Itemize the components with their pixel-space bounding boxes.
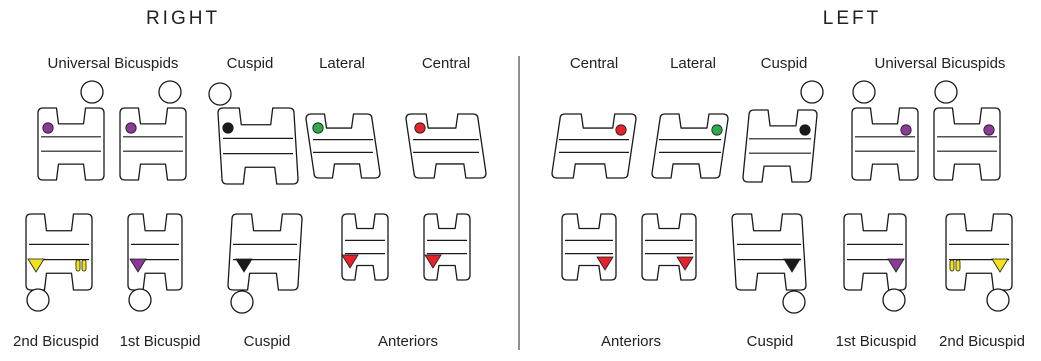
bracket-body xyxy=(227,213,303,291)
id-triangle-red xyxy=(676,256,694,271)
label-right-cuspid-lower: Cuspid xyxy=(244,333,291,350)
bracket-left-central xyxy=(551,113,637,179)
bracket-right-lateral xyxy=(305,113,381,179)
hook-ball xyxy=(128,288,152,312)
id-triangle-red xyxy=(424,254,442,269)
id-dot-black xyxy=(799,124,811,136)
bracket-right-cuspid-lower xyxy=(227,213,303,314)
id-triangle-red xyxy=(341,254,359,269)
id-dot-purple xyxy=(42,122,54,134)
bracket-body xyxy=(945,213,1013,291)
id-triangle-purple xyxy=(887,258,905,273)
bracket-right-anterior-2 xyxy=(423,213,471,281)
id-dot-green xyxy=(312,122,324,134)
hook-ball xyxy=(800,80,824,104)
bracket-body xyxy=(217,107,299,185)
bracket-body xyxy=(305,113,381,179)
bracket-body xyxy=(423,213,471,281)
id-dot-purple xyxy=(983,124,995,136)
bracket-body xyxy=(127,213,183,291)
label-left-cuspid-lower: Cuspid xyxy=(747,333,794,350)
bracket-body xyxy=(933,107,1001,181)
id-dot-purple xyxy=(125,122,137,134)
bracket-left-universal-bicuspid-2 xyxy=(933,80,1001,181)
bracket-left-cuspid-lower xyxy=(731,213,807,314)
bracket-left-anterior-1 xyxy=(561,213,617,281)
bracket-left-cuspid-upper xyxy=(742,80,824,183)
label-right-anteriors: Anteriors xyxy=(378,333,438,350)
hook-ball xyxy=(986,288,1010,312)
bracket-body xyxy=(742,109,818,183)
label-right-universal-bicuspids: Universal Bicuspids xyxy=(48,55,179,72)
bracket-body xyxy=(641,213,697,281)
id-bar-yellow xyxy=(75,259,81,272)
label-right-lateral: Lateral xyxy=(319,55,365,72)
label-right-cuspid-upper: Cuspid xyxy=(227,55,274,72)
id-triangle-black xyxy=(235,258,253,273)
bracket-left-anterior-2 xyxy=(641,213,697,281)
bracket-left-universal-bicuspid-1 xyxy=(851,80,919,181)
bracket-left-lateral xyxy=(651,113,729,179)
bracket-left-second-bicuspid xyxy=(945,213,1013,312)
bracket-right-cuspid-upper xyxy=(208,82,299,185)
bracket-body xyxy=(551,113,637,179)
bracket-body xyxy=(25,213,93,291)
hook-ball xyxy=(158,80,182,104)
bracket-body xyxy=(843,213,907,291)
id-triangle-red xyxy=(596,256,614,271)
id-bar-yellow xyxy=(81,259,87,272)
bracket-body xyxy=(651,113,729,179)
bracket-right-first-bicuspid xyxy=(127,213,183,312)
id-bar-yellow xyxy=(949,259,955,272)
bracket-right-universal-bicuspid-1 xyxy=(37,80,105,181)
id-dot-red xyxy=(414,122,426,134)
id-dot-red xyxy=(615,124,627,136)
id-triangle-purple xyxy=(129,258,147,273)
id-bar-yellow xyxy=(955,259,961,272)
right-side-title: RIGHT xyxy=(146,8,220,29)
label-left-central: Central xyxy=(570,55,618,72)
bracket-body xyxy=(561,213,617,281)
bracket-right-anterior-1 xyxy=(341,213,389,281)
hook-ball xyxy=(882,288,906,312)
bracket-right-central xyxy=(405,113,487,179)
label-right-central: Central xyxy=(422,55,470,72)
id-dot-green xyxy=(711,124,723,136)
label-right-first-bicuspid: 1st Bicuspid xyxy=(120,333,201,350)
hook-ball xyxy=(80,80,104,104)
id-triangle-black xyxy=(783,258,801,273)
hook-ball xyxy=(934,80,958,104)
hook-ball xyxy=(26,288,50,312)
label-left-cuspid-upper: Cuspid xyxy=(761,55,808,72)
label-left-first-bicuspid: 1st Bicuspid xyxy=(836,333,917,350)
hook-ball xyxy=(230,290,254,314)
bracket-body xyxy=(731,213,807,291)
label-right-second-bicuspid: 2nd Bicuspid xyxy=(13,333,99,350)
bracket-right-universal-bicuspid-2 xyxy=(119,80,187,181)
id-triangle-yellow xyxy=(991,258,1009,273)
bracket-body xyxy=(851,107,919,181)
hook-ball xyxy=(208,82,232,106)
bracket-body xyxy=(119,107,187,181)
bracket-group xyxy=(25,80,1013,314)
bracket-body xyxy=(341,213,389,281)
label-left-universal-bicuspids: Universal Bicuspids xyxy=(875,55,1006,72)
label-left-lateral: Lateral xyxy=(670,55,716,72)
bracket-right-second-bicuspid xyxy=(25,213,93,312)
id-dot-purple xyxy=(900,124,912,136)
label-left-anteriors: Anteriors xyxy=(601,333,661,350)
bracket-body xyxy=(405,113,487,179)
id-dot-black xyxy=(222,122,234,134)
left-side-title: LEFT xyxy=(823,8,881,29)
hook-ball xyxy=(782,290,806,314)
bracket-body xyxy=(37,107,105,181)
id-triangle-yellow xyxy=(27,258,45,273)
hook-ball xyxy=(852,80,876,104)
bracket-left-first-bicuspid xyxy=(843,213,907,312)
label-left-second-bicuspid: 2nd Bicuspid xyxy=(939,333,1025,350)
